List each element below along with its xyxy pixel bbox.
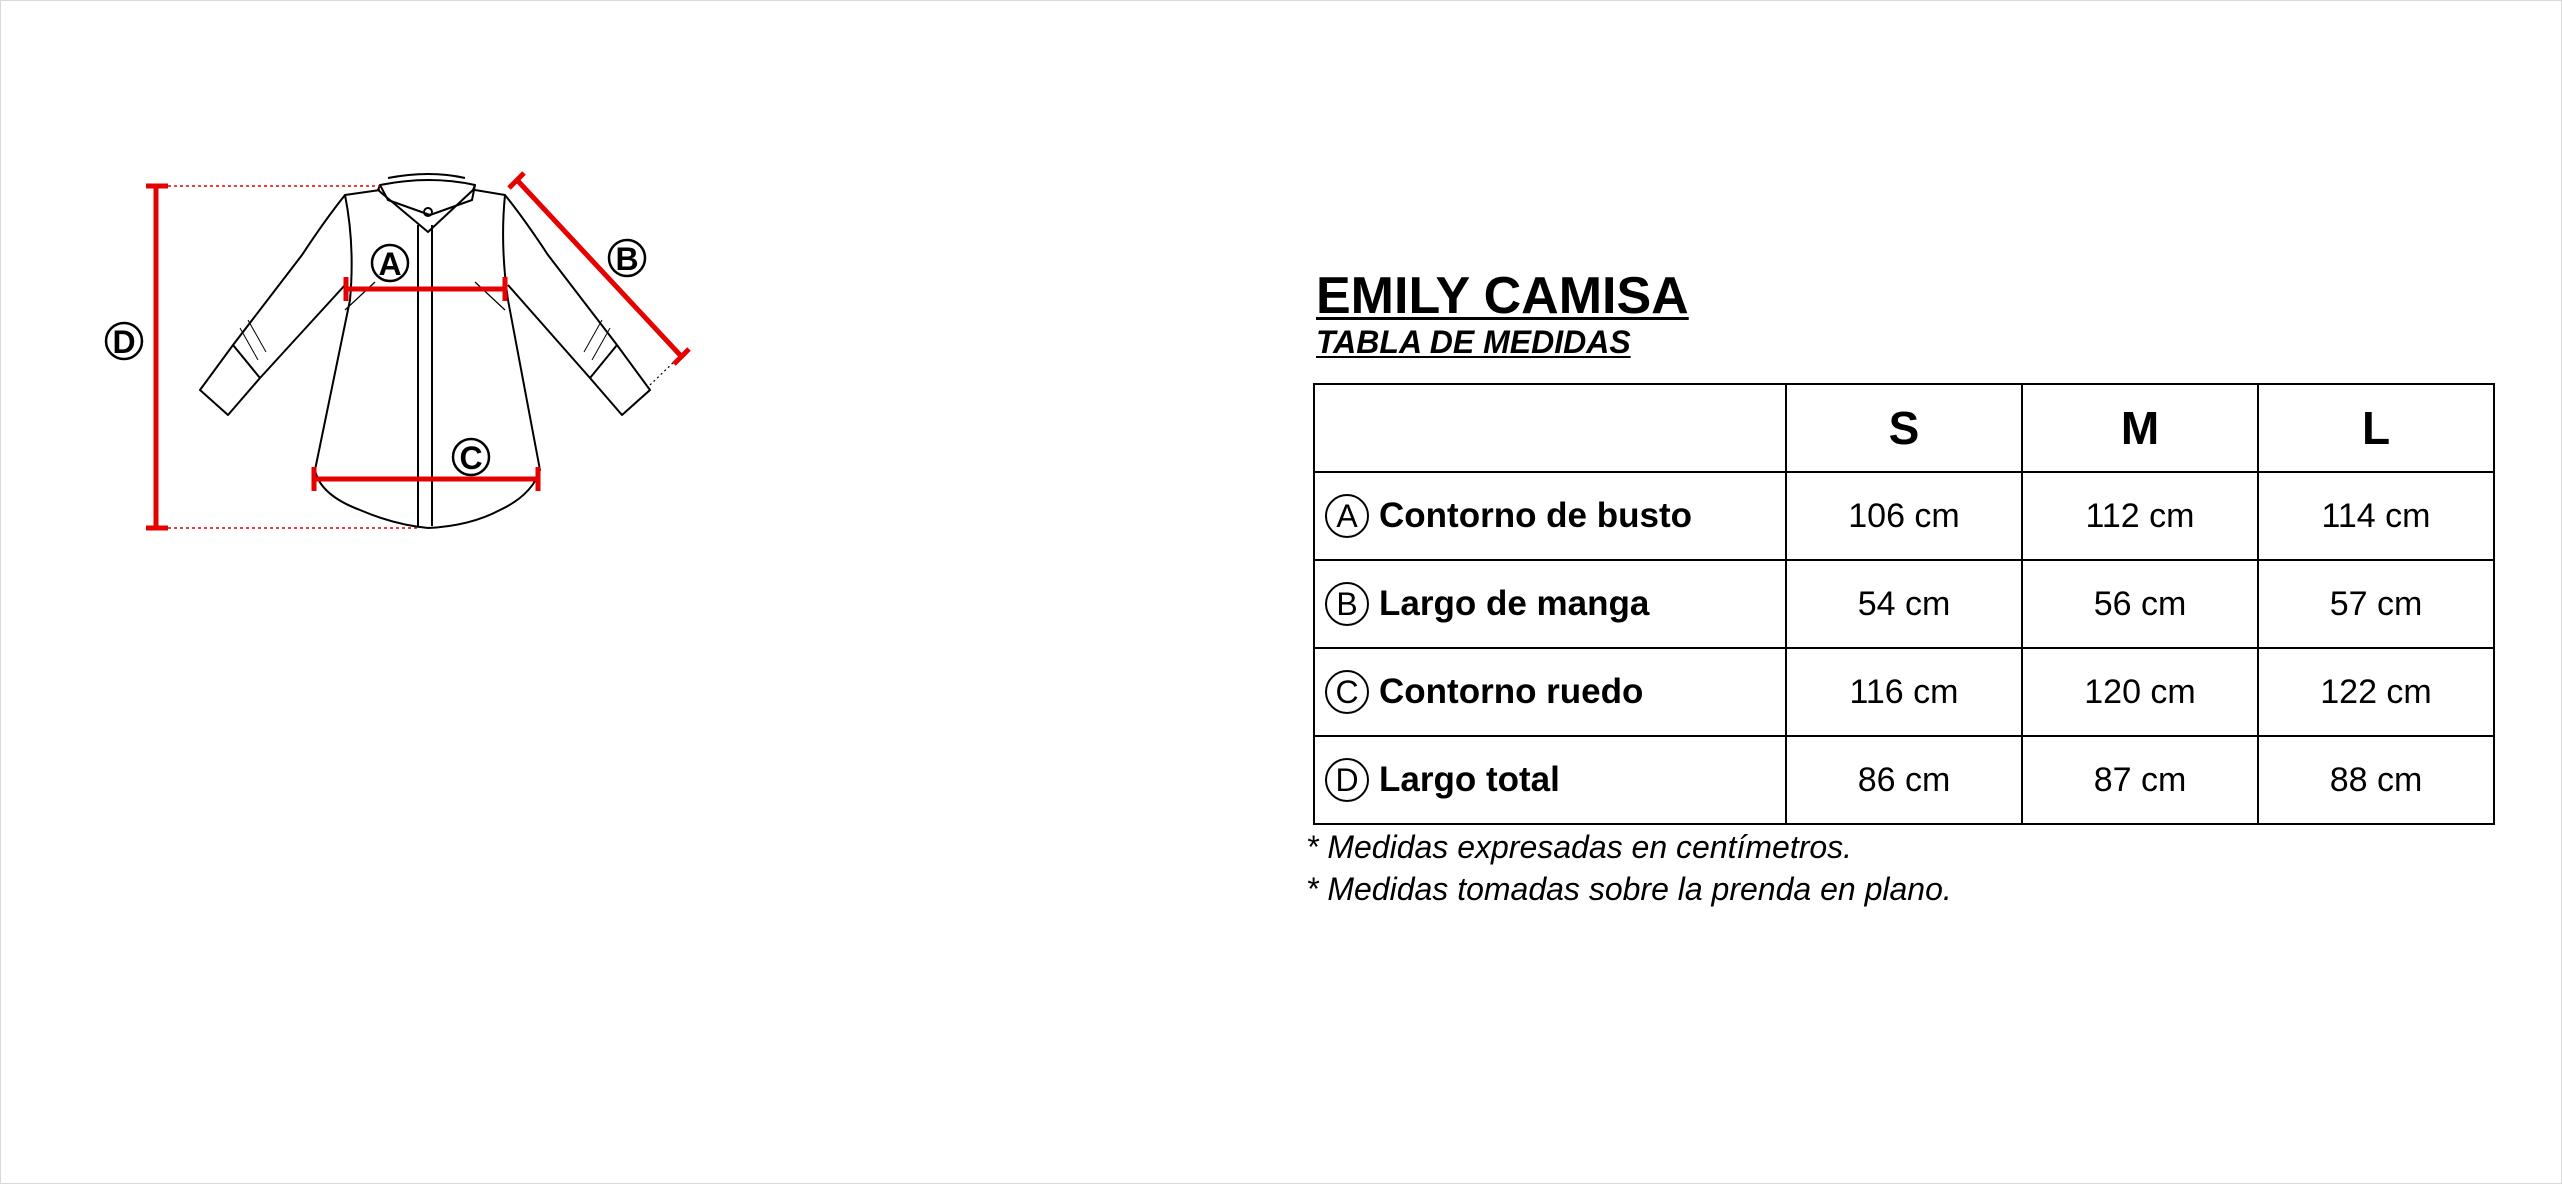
- value-cell: 106 cm: [1785, 471, 2023, 561]
- row-label: Largo total: [1379, 760, 1560, 799]
- table-row: D Largo total 86 cm 87 cm 88 cm: [1313, 735, 2495, 825]
- diagram-label-a: A: [378, 246, 401, 282]
- letter-badge: C: [1325, 670, 1369, 714]
- header-size-m: M: [2021, 383, 2259, 473]
- note-flat: * Medidas tomadas sobre la prenda en pla…: [1306, 871, 1952, 907]
- note-units: * Medidas expresadas en centímetros.: [1306, 829, 1853, 865]
- page-title: EMILY CAMISA: [1316, 267, 1689, 325]
- letter-badge: B: [1325, 582, 1369, 626]
- row-label-cell: D Largo total: [1313, 735, 1787, 825]
- table-header-row: S M L: [1313, 383, 2495, 473]
- shirt-diagram: A B C D: [104, 171, 691, 531]
- value-cell: 87 cm: [2021, 735, 2259, 825]
- diagram-badge-a-ring: [370, 243, 410, 283]
- notes: * Medidas expresadas en centímetros. * M…: [1306, 826, 1952, 910]
- row-label-cell: A Contorno de busto: [1313, 471, 1787, 561]
- value-cell: 86 cm: [1785, 735, 2023, 825]
- value-cell: 120 cm: [2021, 647, 2259, 737]
- header-size-s: S: [1785, 383, 2023, 473]
- size-chart-table: S M L A Contorno de busto 106 cm 112 cm …: [1313, 383, 2495, 825]
- value-cell: 116 cm: [1785, 647, 2023, 737]
- header-empty-cell: [1313, 383, 1787, 473]
- diagram-badge-c-ring: [451, 437, 491, 477]
- value-cell: 114 cm: [2257, 471, 2495, 561]
- page-subtitle: TABLA DE MEDIDAS: [1316, 324, 1631, 360]
- letter-badge: A: [1325, 494, 1369, 538]
- diagram-label-d: D: [112, 324, 135, 360]
- title-block: EMILY CAMISA TABLA DE MEDIDAS: [1316, 268, 1689, 360]
- value-cell: 57 cm: [2257, 559, 2495, 649]
- diagram-badge-b-ring: [607, 238, 647, 278]
- row-label-cell: C Contorno ruedo: [1313, 647, 1787, 737]
- letter-badge: D: [1325, 758, 1369, 802]
- row-label: Largo de manga: [1379, 584, 1650, 623]
- diagram-badge-d-ring: [104, 321, 144, 361]
- table-row: C Contorno ruedo 116 cm 120 cm 122 cm: [1313, 647, 2495, 737]
- table-row: A Contorno de busto 106 cm 112 cm 114 cm: [1313, 471, 2495, 561]
- measure-line-b: [515, 178, 683, 358]
- shirt-collar: [379, 179, 476, 216]
- value-cell: 56 cm: [2021, 559, 2259, 649]
- row-label: Contorno de busto: [1379, 496, 1693, 535]
- value-cell: 112 cm: [2021, 471, 2259, 561]
- diagram-label-c: C: [459, 440, 482, 476]
- diagram-label-b: B: [615, 241, 638, 277]
- row-label-cell: B Largo de manga: [1313, 559, 1787, 649]
- row-label: Contorno ruedo: [1379, 672, 1644, 711]
- value-cell: 54 cm: [1785, 559, 2023, 649]
- header-size-l: L: [2257, 383, 2495, 473]
- shirt-left-sleeve: [199, 194, 346, 416]
- shirt-right-sleeve: [504, 194, 651, 416]
- value-cell: 122 cm: [2257, 647, 2495, 737]
- table-row: B Largo de manga 54 cm 56 cm 57 cm: [1313, 559, 2495, 649]
- value-cell: 88 cm: [2257, 735, 2495, 825]
